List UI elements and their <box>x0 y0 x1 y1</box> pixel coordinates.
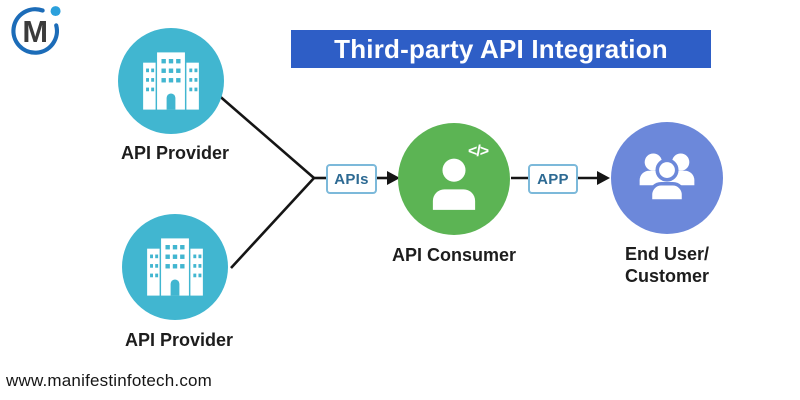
api-consumer-label: API Consumer <box>391 245 517 265</box>
api-provider-node-2 <box>122 214 228 320</box>
api-consumer-node: </> <box>398 123 510 235</box>
logo-letter: M <box>22 14 48 49</box>
buildings-icon <box>143 52 199 110</box>
end-user-label-line1: End User/ <box>624 244 710 264</box>
end-user-label-line2: Customer <box>624 266 709 286</box>
line-provider1-to-join <box>215 92 315 179</box>
api-provider-label-1: API Provider <box>120 143 230 163</box>
apis-tag: APIs <box>326 164 377 194</box>
app-tag: APP <box>528 164 578 194</box>
buildings-icon <box>147 238 203 296</box>
app-tag-label: APP <box>537 170 569 188</box>
logo-dot-icon <box>50 6 61 17</box>
company-logo: M <box>11 6 61 55</box>
person-icon <box>432 158 476 210</box>
code-icon: </> <box>468 143 489 160</box>
page-title: Third-party API Integration <box>334 33 668 64</box>
website-url: www.manifestinfotech.com <box>6 371 213 390</box>
logo-ring-icon <box>11 7 59 55</box>
people-group-icon <box>639 153 695 203</box>
apis-tag-label: APIs <box>334 170 369 188</box>
api-provider-label-2: API Provider <box>124 330 234 350</box>
end-user-node <box>611 122 723 234</box>
arrowhead-to-enduser-icon <box>597 171 610 185</box>
line-provider2-to-join <box>230 177 315 269</box>
end-user-label: End User/ Customer <box>596 243 738 287</box>
api-provider-node-1 <box>118 28 224 134</box>
title-banner: Third-party API Integration <box>291 30 711 68</box>
